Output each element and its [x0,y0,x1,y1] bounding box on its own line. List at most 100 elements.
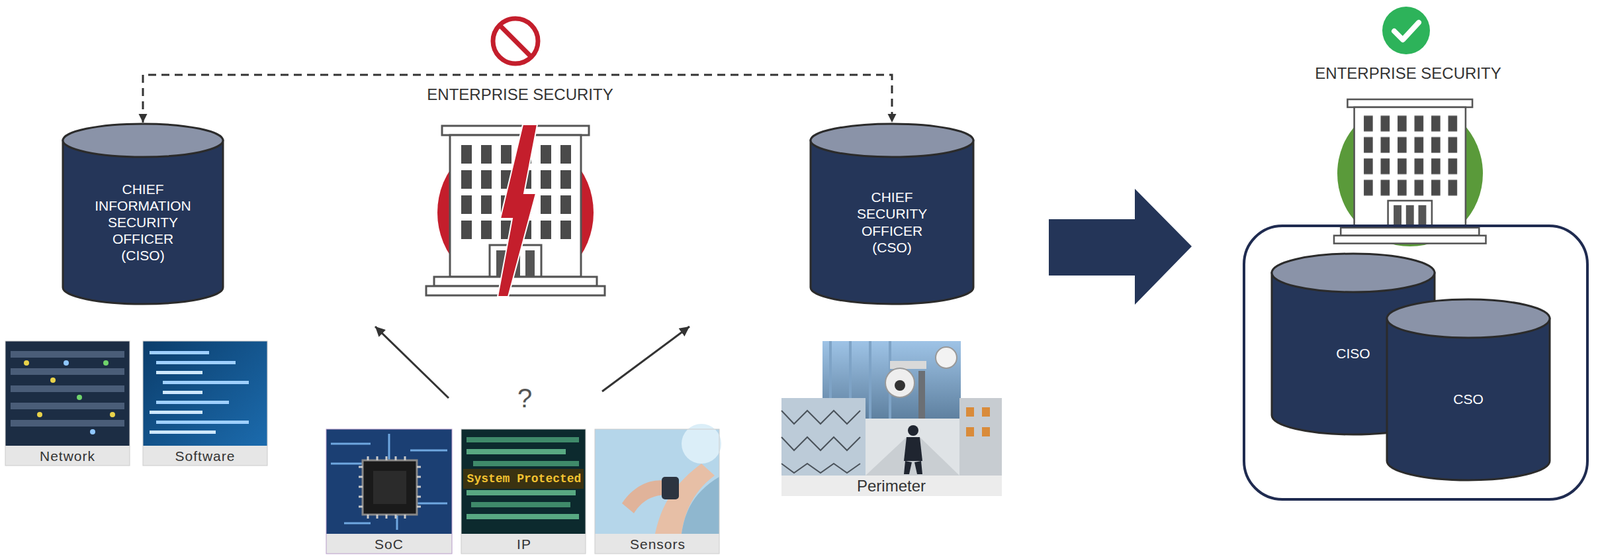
ip-photo-part [466,436,579,443]
soc-photo-part [326,428,452,554]
sensors-photo-part [594,428,720,554]
ip-photo-part [461,428,586,554]
group-box: ENTERPRISE SECURITYCISOCSO [1242,224,1589,501]
software-photo-part [156,420,249,424]
cylinder-node: CHIEF INFORMATION SECURITY OFFICER (CISO… [61,122,225,307]
cylinder-text-area: CSO [1390,338,1546,460]
perimeter-photos-part [966,426,975,437]
perimeter-photos-part [966,406,975,417]
network-photo-part [89,428,96,435]
ip-photo-part [466,489,576,495]
network-photo-part [76,394,83,400]
network-photo-part [5,340,130,466]
cylinder-body [1386,318,1550,480]
software-photo-part [149,350,210,355]
network-photo-part [10,419,125,427]
dashed-connector [142,74,892,123]
approved-icon-part [1394,22,1419,40]
perimeter-photos-part [903,460,923,474]
caption-label: ENTERPRISE SECURITY [381,85,660,104]
perimeter-photos [781,340,1002,496]
perimeter-photos-part [959,397,1002,476]
caption-label: Sensors [596,535,719,552]
software-photo [142,340,268,466]
sensors-photo-part [661,476,679,499]
perimeter-photos-part [935,346,957,368]
question-arrows-part [602,326,690,392]
role-title: CHIEF INFORMATION SECURITY OFFICER (CISO… [94,180,191,265]
network-photo-part [10,385,125,392]
perimeter-photos-part [781,397,866,476]
question-arrows [375,326,690,398]
prohibited-icon-part [492,18,538,64]
cylinder-top [1271,253,1435,292]
sensors-photo [594,423,722,554]
software-photo-part [149,410,203,414]
perimeter-photos-part [889,360,927,369]
cylinder-body [62,140,223,304]
network-photo-part [10,402,125,409]
soc-photo-part [326,428,452,554]
role-title: CISO [1335,344,1370,362]
network-photo [5,340,130,466]
role-title: CSO [1453,390,1484,407]
network-photo-part [5,445,130,466]
ip-photo-part [473,460,579,466]
cylinder-node: CSO [1385,297,1552,483]
sensors-photo-part [681,476,720,534]
soc-photo-part [373,470,407,504]
soc-photo-part [362,459,417,515]
cylinder-top [1386,299,1550,338]
network-photo-part [23,359,30,366]
perimeter-photos-part [865,436,960,476]
perimeter-photos-part [885,367,915,398]
network-photo-part [37,411,43,417]
caption-label: Software [144,447,267,464]
ip-photo-part [466,513,579,519]
caption-label: IP [463,535,585,552]
sensors-photo-part [594,533,720,554]
caption-label: System Protected [463,471,585,486]
software-photo-part [156,400,229,404]
role-title: CHIEF SECURITY OFFICER (CSO) [856,188,928,256]
soc-photo-part [326,533,452,554]
software-photo-part [149,430,216,434]
network-photo-part [63,359,69,366]
software-photo-part [156,370,203,374]
cylinder-shape [1385,297,1552,483]
cylinder-text-area: CHIEF INFORMATION SECURITY OFFICER (CISO… [66,158,220,286]
caption-label: SoC [328,535,450,552]
sensors-photo-part [681,423,722,464]
ip-photo-part [466,448,566,454]
perimeter-photos-part [981,426,990,437]
software-photo-part [162,390,203,394]
software-photo-part [156,360,236,364]
cylinder-node: CHIEF SECURITY OFFICER (CSO) [809,122,975,307]
network-photo-part [10,350,125,358]
soc-photo-part [358,455,421,519]
software-photo-part [142,340,268,466]
perimeter-photos-part [981,406,990,417]
perimeter-photos-part [903,436,923,461]
network-photo-part [50,377,56,383]
caption-label: Perimeter [782,476,1001,495]
ip-photo-part [461,428,586,554]
cylinder-top [62,123,223,157]
software-photo-part [142,340,268,466]
ip-photo-part [471,501,571,507]
transition-arrow-part [1048,188,1192,305]
unified-building-part [1333,99,1487,244]
perimeter-photos-part [918,370,926,421]
software-photo-part [142,445,268,466]
cylinder-text-area: CHIEF SECURITY OFFICER (CSO) [814,158,970,286]
perimeter-photos-part [781,410,861,473]
caption-label: ? [504,382,545,413]
question-arrows-part [375,326,449,398]
soc-photo [326,428,452,554]
group-heading: ENTERPRISE SECURITY [1269,64,1548,83]
approved-icon-part [1382,6,1430,55]
perimeter-photos-part [781,475,1002,496]
transition-arrow [1048,188,1192,305]
approved-icon [1382,6,1430,55]
